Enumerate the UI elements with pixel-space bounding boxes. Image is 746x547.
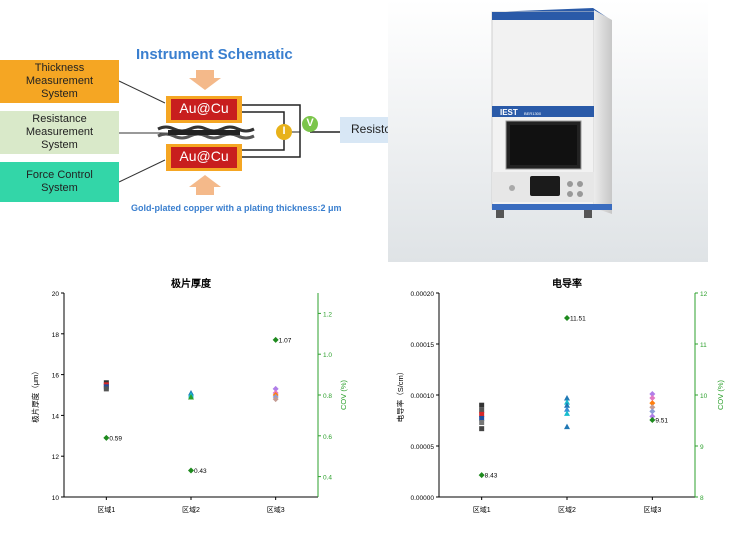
y2-tick-label: 12 xyxy=(700,291,708,298)
cov-label: 11.51 xyxy=(570,315,586,322)
cov-point xyxy=(188,467,194,474)
cov-label: 0.59 xyxy=(109,435,122,442)
cov-label: 9.51 xyxy=(655,417,668,424)
x-tick-label: 区域1 xyxy=(473,505,491,514)
y-tick-label: 0.00000 xyxy=(411,495,435,502)
instrument-model: BER1300 xyxy=(524,111,542,116)
thickness-chart: 极片厚度 10 12 14 16 18 20 0.4 0.6 0.8 1.0 1.2 区域1 区域2 区域3… xyxy=(30,277,348,514)
cov-point xyxy=(564,314,570,321)
x-tick-label: 区域1 xyxy=(97,505,115,514)
resistance-system-box: Resistance Measurement System xyxy=(0,111,119,154)
y2-axis-label: COV (%) xyxy=(339,379,348,410)
data-point-triangle xyxy=(564,402,570,408)
cov-point xyxy=(649,416,656,423)
data-point-square xyxy=(479,415,485,421)
data-point-diamond xyxy=(649,400,656,407)
y-tick-label: 0.00020 xyxy=(411,291,435,298)
force-system-label: Force Control System xyxy=(26,169,93,194)
y-tick-label: 20 xyxy=(52,291,60,298)
resistance-system-label: Resistance Measurement System xyxy=(25,113,94,151)
cov-point xyxy=(272,336,279,343)
chart-title: 极片厚度 xyxy=(171,277,212,290)
y-tick-label: 10 xyxy=(52,495,60,502)
conductivity-chart: 电导率 0.00000 0.00005 0.00010 0.00015 0.00020 8 9… xyxy=(395,277,725,514)
y-axis-label: 电导率（S/cm） xyxy=(395,368,405,423)
instrument-photo: IEST BER1300 xyxy=(388,0,708,262)
electrode-top-label: Au@Cu xyxy=(179,100,229,116)
schematic-wiring xyxy=(118,70,390,195)
data-point-triangle xyxy=(564,406,570,412)
y2-tick-label: 0.6 xyxy=(323,434,332,441)
electrode-bottom-label: Au@Cu xyxy=(179,148,229,164)
data-point-diamond xyxy=(272,396,279,403)
y2-tick-label: 9 xyxy=(700,444,704,451)
data-point-square xyxy=(103,386,109,392)
y2-tick-label: 1.2 xyxy=(323,311,332,318)
current-meter-icon xyxy=(276,124,292,140)
y2-axis-label: COV (%) xyxy=(716,379,725,410)
instrument-illustration: IEST BER1300 xyxy=(388,0,708,262)
current-meter-label: I xyxy=(282,125,286,137)
y-tick-label: 12 xyxy=(52,454,60,461)
data-point-diamond xyxy=(649,408,656,415)
y-tick-label: 0.00005 xyxy=(411,444,435,451)
y2-tick-label: 0.8 xyxy=(323,393,332,400)
voltage-meter-icon xyxy=(302,116,318,132)
y-tick-label: 0.00015 xyxy=(411,342,435,349)
x-tick-label: 区域3 xyxy=(267,505,285,514)
data-point-square xyxy=(479,407,485,413)
data-point-square xyxy=(479,426,485,432)
cov-point xyxy=(103,434,110,441)
data-point-triangle xyxy=(564,395,570,401)
x-tick-label: 区域3 xyxy=(643,505,661,514)
data-point-diamond xyxy=(649,390,656,397)
thickness-system-box: Thickness Measurement System xyxy=(0,60,119,103)
y-tick-label: 0.00010 xyxy=(411,393,435,400)
chart-title: 电导率 xyxy=(552,277,582,290)
y-tick-label: 14 xyxy=(52,413,60,420)
y-tick-label: 18 xyxy=(52,332,60,339)
resistor-label: Resistor xyxy=(350,122,395,136)
force-system-box: Force Control System xyxy=(0,162,119,202)
thickness-system-label: Thickness Measurement System xyxy=(25,62,94,100)
cov-point xyxy=(478,472,485,479)
cov-label: 0.43 xyxy=(194,468,207,475)
data-point-square xyxy=(479,411,485,417)
x-tick-label: 区域2 xyxy=(182,505,200,514)
data-point-diamond xyxy=(649,395,656,402)
data-point-triangle xyxy=(564,399,570,405)
schematic-title: Instrument Schematic xyxy=(136,46,293,63)
y2-tick-label: 1.0 xyxy=(323,352,332,359)
data-point-triangle xyxy=(564,410,570,416)
y2-tick-label: 10 xyxy=(700,393,708,400)
cov-label: 8.43 xyxy=(485,473,498,480)
y-tick-label: 16 xyxy=(52,373,60,380)
instrument-brand: IEST xyxy=(500,108,518,117)
data-point-square xyxy=(479,402,485,408)
data-point-diamond xyxy=(649,413,656,420)
y2-tick-label: 0.4 xyxy=(323,475,332,482)
data-point-diamond xyxy=(272,385,279,392)
data-point-triangle xyxy=(564,423,570,430)
schematic-caption: Gold-plated copper with a plating thickn… xyxy=(131,203,342,213)
y2-tick-label: 8 xyxy=(700,495,704,502)
voltage-meter-label: V xyxy=(306,117,314,129)
y2-tick-label: 11 xyxy=(700,342,707,349)
data-point-triangle xyxy=(188,394,194,400)
y-axis-label: 极片厚度（μm） xyxy=(30,367,40,423)
x-tick-label: 区域2 xyxy=(558,505,576,514)
cov-label: 1.07 xyxy=(279,337,292,344)
data-point-square xyxy=(479,420,485,426)
data-point-diamond xyxy=(649,404,656,411)
